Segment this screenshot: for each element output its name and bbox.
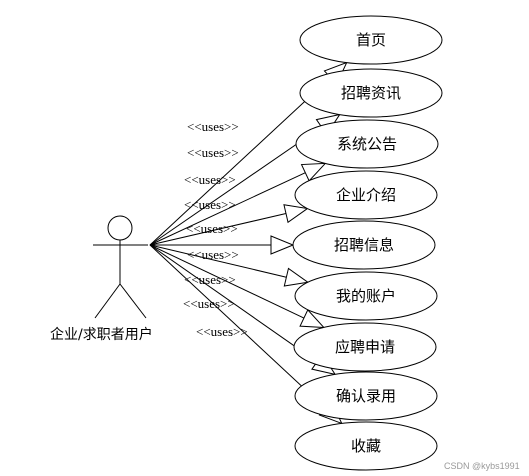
actor-left-leg [94,283,121,319]
association-line [149,77,331,246]
association-line [149,244,287,278]
generalization-arrowhead [299,309,325,329]
association-line [149,172,306,246]
association-line [149,244,326,409]
use-case-ellipse [294,170,438,220]
watermark: CSDN @kybs1991 [444,461,520,471]
use-case-ellipse [292,220,436,270]
generalization-arrowhead [300,162,327,182]
association-line [149,213,287,246]
actor-right-leg [119,283,147,319]
generalization-arrowhead [283,204,309,224]
use-case-label: 招聘资讯 [341,84,401,102]
use-case-label: 企业介绍 [336,186,396,204]
actor-head [107,215,133,241]
uses-label: <<uses>> [196,324,248,339]
use-case-label: 确认录用 [336,387,396,405]
uses-label: <<uses>> [183,296,235,311]
use-case-label: 系统公告 [337,135,397,153]
use-case-ellipse [294,271,438,321]
use-case-ellipse [299,68,443,118]
uses-label: <<uses>> [186,221,238,236]
use-case-ellipse [295,119,439,169]
use-case-ellipse [299,15,443,65]
use-case-label: 首页 [356,31,386,49]
uses-label: <<uses>> [184,172,236,187]
use-case-ellipse [294,421,438,471]
association-line [149,244,318,363]
use-case-ellipse [293,322,437,372]
generalization-arrowhead [270,235,295,255]
association-line [149,126,322,246]
uses-label: <<uses>> [184,272,236,287]
uses-label: <<uses>> [187,247,239,262]
uses-label: <<uses>> [184,197,236,212]
use-case-label: 招聘信息 [334,236,394,254]
use-case-label: 我的账户 [336,287,396,305]
use-case-ellipse [294,371,438,421]
actor-label: 企业/求职者用户 [50,326,153,343]
association-line [149,244,305,319]
actor-figure [93,215,148,319]
use-case-label: 收藏 [351,437,381,455]
uses-label: <<uses>> [187,119,239,134]
generalization-arrowhead [283,267,310,287]
use-case-label: 应聘申请 [335,338,395,356]
uses-label: <<uses>> [187,145,239,160]
